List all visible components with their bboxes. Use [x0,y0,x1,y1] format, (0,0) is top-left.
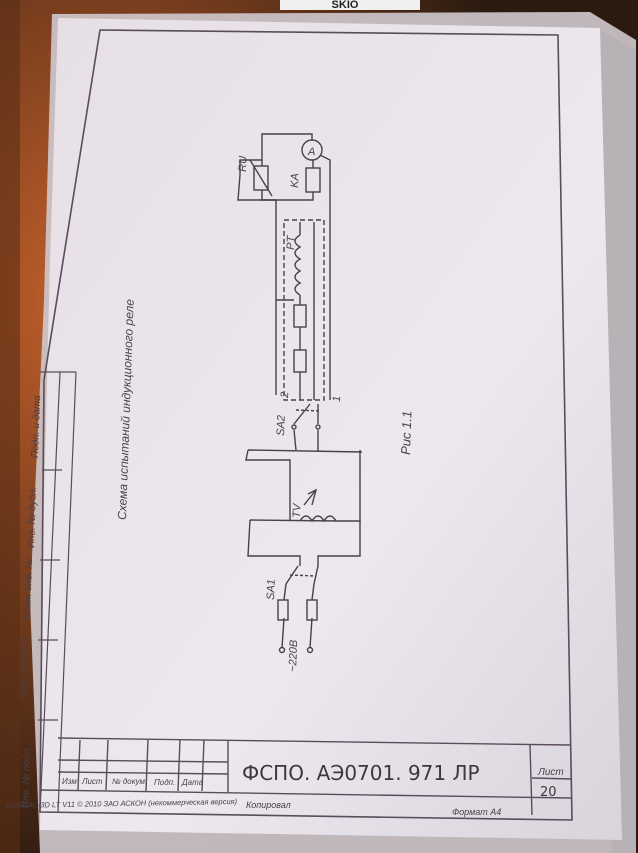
drawing-frame [39,29,573,821]
podp-data-2: Подп. и дата [30,395,43,458]
sheet-number: 20 [540,785,557,800]
vzam-inv: Взам. инв. № [22,558,35,620]
paper-sheet [40,18,622,840]
label-tv: TV [291,502,304,518]
side-stamp-texts: Инв. № подл. Подп. и дата Взам. инв. № И… [18,395,43,808]
label-contact-1: 1 [331,396,343,403]
label-pt: PT [285,234,298,250]
sheet-label: Лист [537,767,564,778]
col-podp: Подп. [154,778,175,787]
switch-sa2 [293,403,311,425]
col-izm: Изм [62,777,77,786]
label-ka: KA [289,173,302,188]
label-voltage: ~220В [287,640,300,673]
label-ru: RU [237,156,250,172]
schematic-labels: SA1 ~220В TV SA2 1 2 PT KA RU A [237,146,343,672]
autotransformer-tv [299,515,337,523]
bottom-strip: КОМПАС-3D LT V11 © 2010 ЗАО АСКОН (неком… [6,797,238,810]
label-sa1: SA1 [265,579,278,600]
doc-code: ФСПО. АЭ0701. 971 ЛР [242,761,480,785]
label-sa2: SA2 [275,415,288,436]
wood-edge [0,0,20,853]
rheostat-ru [253,165,269,191]
col-list: Лист [81,777,103,786]
col-data: Дата [181,778,204,787]
inv-podl: Инв. № подл. [20,746,33,808]
inv-dubl: Инв. № дубл. [25,486,39,548]
label-ammeter: A [307,146,315,158]
podp-data-1: Подп. и дата [18,637,31,700]
relay-enclosure [283,219,325,401]
top-sticker [280,0,420,10]
label-contact-2: 2 [279,392,291,400]
col-doc: № докум. [112,777,147,786]
fuse-1 [277,599,289,621]
relay-coil [294,234,302,296]
figure-caption: Рис 1.1 [398,411,415,456]
format: Формат А4 [452,807,501,817]
top-sticker-text: SKIO [332,0,359,11]
title-block [39,737,573,816]
copied: Копировал [246,800,291,810]
circuit-schematic [237,133,363,654]
